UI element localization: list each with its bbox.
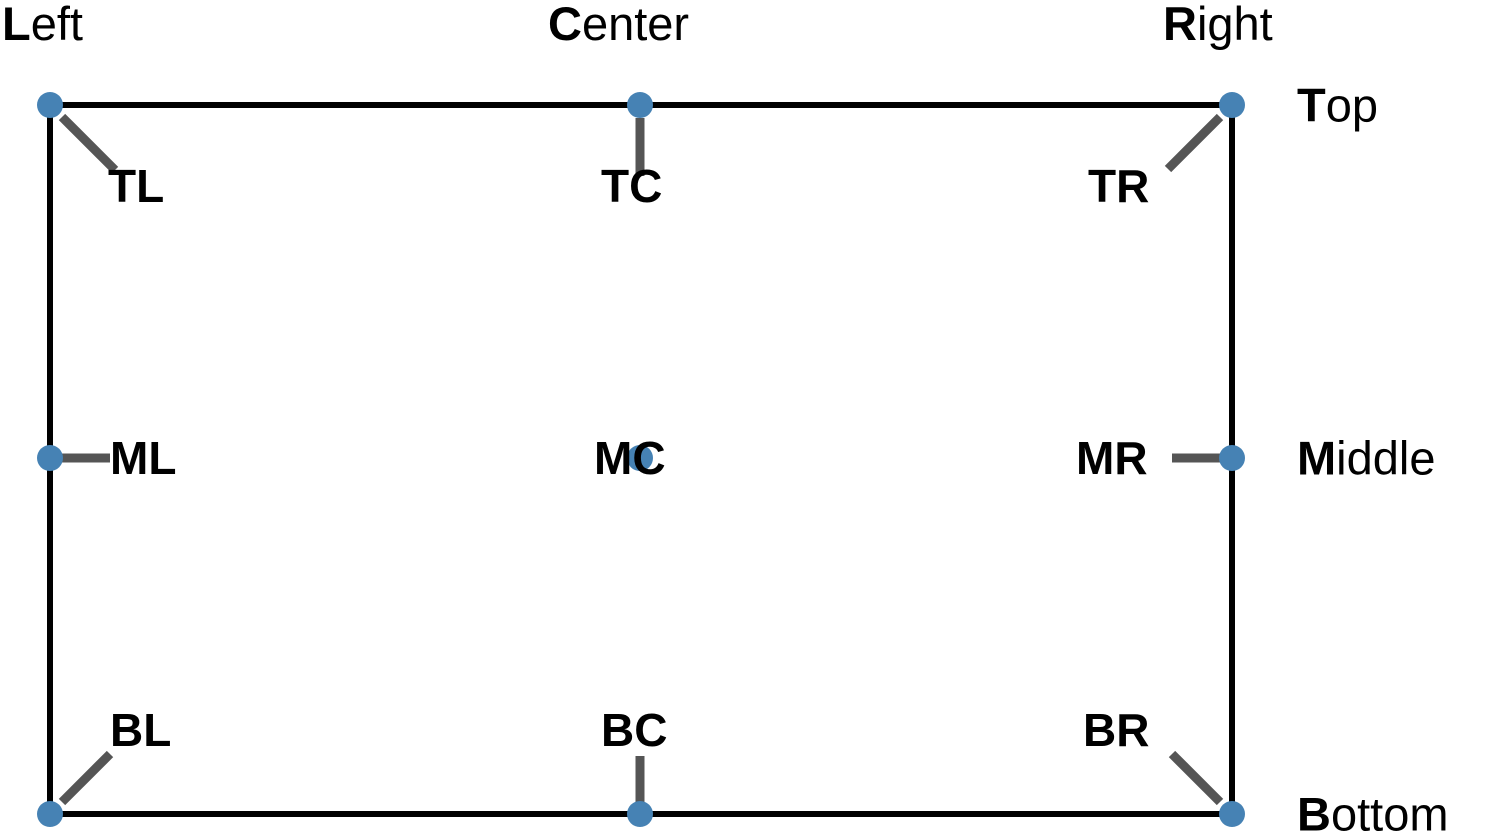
column-header-center-initial: C (548, 0, 582, 50)
anchor-node-mr[interactable] (1219, 445, 1245, 471)
anchor-node-bc[interactable] (627, 801, 653, 827)
anchor-label-br: BR (1083, 704, 1150, 756)
anchor-label-tc: TC (601, 160, 663, 212)
column-header-right: Right (1163, 0, 1273, 47)
anchor-label-mr: MR (1076, 432, 1148, 484)
column-header-right-initial: R (1163, 0, 1197, 50)
anchor-nodes (37, 92, 1245, 827)
column-header-left-rest: eft (30, 0, 83, 50)
anchor-node-tr[interactable] (1219, 92, 1245, 118)
connector-lines (58, 113, 1224, 806)
column-header-right-rest: ight (1196, 0, 1273, 50)
row-header-middle-initial: M (1297, 431, 1337, 485)
column-header-center: Center (548, 0, 689, 47)
row-header-bottom-initial: B (1297, 787, 1331, 839)
anchor-node-tc[interactable] (627, 92, 653, 118)
anchor-node-br[interactable] (1219, 801, 1245, 827)
anchor-node-mc[interactable] (627, 445, 653, 471)
row-header-middle: Middle (1297, 435, 1435, 482)
anchor-label-tl: TL (108, 160, 165, 212)
anchor-node-ml[interactable] (37, 445, 63, 471)
connector-br (1168, 750, 1224, 806)
anchor-node-bl[interactable] (37, 801, 63, 827)
row-header-middle-rest: iddle (1336, 431, 1436, 485)
anchor-label-ml: ML (110, 432, 177, 484)
anchor-label-bl: BL (110, 704, 172, 756)
connector-tr (1164, 113, 1224, 173)
row-header-top: Top (1297, 82, 1378, 129)
row-header-top-rest: op (1325, 78, 1378, 132)
anchor-label-mc: MC (594, 432, 666, 484)
column-header-center-rest: enter (581, 0, 690, 50)
connector-bl (58, 750, 114, 806)
row-header-bottom: Bottom (1297, 791, 1449, 838)
row-header-top-initial: T (1297, 78, 1326, 132)
row-header-bottom-rest: ottom (1330, 787, 1449, 839)
column-header-left-initial: L (2, 0, 31, 50)
anchor-label-tr: TR (1088, 160, 1150, 212)
column-header-left: Left (2, 0, 83, 47)
connector-tl (58, 113, 119, 174)
anchor-label-bc: BC (601, 704, 668, 756)
anchor-node-tl[interactable] (37, 92, 63, 118)
